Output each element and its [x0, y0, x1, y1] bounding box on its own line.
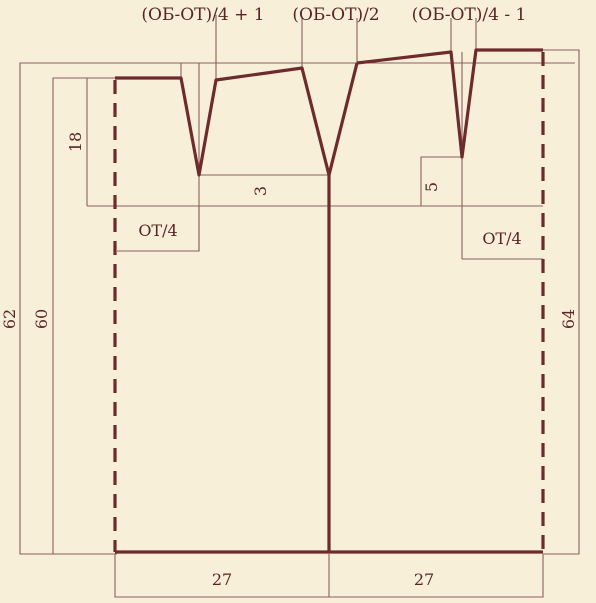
- waist-line-left: [115, 62, 359, 177]
- formula-mid-label: (ОБ-ОТ)/2: [292, 5, 379, 25]
- labels: (ОБ-ОТ)/4 + 1 (ОБ-ОТ)/2 (ОБ-ОТ)/4 - 1 18…: [0, 5, 578, 589]
- dimension-5-box: [420, 156, 462, 206]
- dimension-60-label: 60: [32, 309, 51, 329]
- dimension-18-label: 18: [66, 132, 85, 152]
- dimension-62-label: 62: [0, 309, 19, 329]
- ot4-left-label: ОТ/4: [138, 221, 177, 240]
- ot4-right-label: ОТ/4: [482, 229, 521, 248]
- dimension-60-frame: [52, 77, 117, 554]
- dimension-5-label: 5: [422, 182, 441, 192]
- dimension-64-label: 64: [559, 309, 578, 329]
- pattern-outline: [113, 48, 545, 554]
- dimension-3-label: 3: [251, 186, 270, 196]
- construction-lines: [19, 15, 580, 598]
- waist-line-right: [356, 48, 543, 159]
- bottom-right-label: 27: [414, 570, 434, 589]
- ot4-left-box: [117, 206, 200, 252]
- formula-right-label: (ОБ-ОТ)/4 - 1: [412, 5, 527, 25]
- dimension-64-frame: [543, 49, 580, 555]
- bottom-left-label: 27: [212, 570, 232, 589]
- formula-left-label: (ОБ-ОТ)/4 + 1: [141, 5, 264, 25]
